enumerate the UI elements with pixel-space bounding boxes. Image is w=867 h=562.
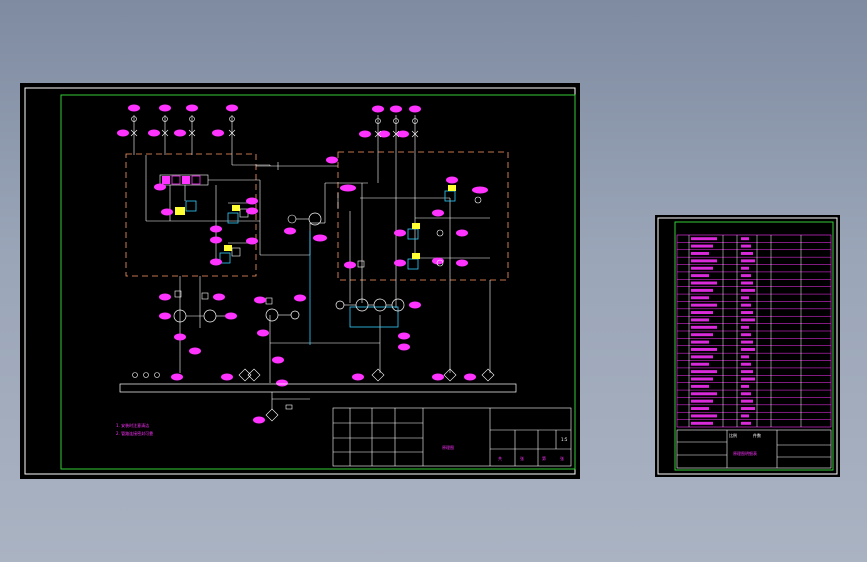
row-entry-mark <box>691 296 709 300</box>
row-entry-mark <box>691 288 713 292</box>
sheet-mark-0: 共 <box>498 455 502 461</box>
list-footer-title: 原理图明细表 <box>733 450 757 456</box>
lower-pumps <box>159 290 421 387</box>
row-material-mark <box>741 384 749 388</box>
parts-list-rows <box>676 234 832 428</box>
right-top-instruments <box>359 105 421 163</box>
row-entry-mark <box>691 303 717 307</box>
row-entry-mark <box>691 340 709 344</box>
row-entry-mark <box>691 244 713 248</box>
parts-list-canvas: 原理图明细表 比例 件数 <box>657 217 838 475</box>
right-dashed-module <box>337 151 509 281</box>
inner-frame <box>60 94 576 470</box>
row-material-mark <box>741 362 751 366</box>
row-entry-mark <box>691 421 713 425</box>
center-piping <box>256 162 491 383</box>
row-entry-mark <box>691 414 717 418</box>
row-entry-mark <box>691 311 713 315</box>
row-entry-mark <box>691 407 709 411</box>
row-entry-mark <box>691 377 713 381</box>
row-material-mark <box>741 333 751 337</box>
sheet-mark-3: 张 <box>560 455 564 461</box>
sheet-mark-1: 张 <box>520 455 524 461</box>
row-entry-mark <box>691 355 713 359</box>
list-outer-frame <box>657 217 838 475</box>
left-top-instruments <box>117 104 238 165</box>
row-entry-mark <box>691 399 713 403</box>
drawing-notes: 1. 安装时注意清洁 2. 管路连接密封可靠 <box>116 422 153 436</box>
note-line-1: 1. 安装时注意清洁 <box>116 422 149 428</box>
list-footer-mark-1: 件数 <box>753 432 761 438</box>
note-line-2: 2. 管路连接密封可靠 <box>116 430 153 436</box>
row-entry-mark <box>691 333 713 337</box>
row-entry-mark <box>691 318 709 322</box>
row-material-mark <box>741 325 749 329</box>
row-material-mark <box>741 281 753 285</box>
list-title-block <box>676 429 832 469</box>
row-material-mark <box>741 392 751 396</box>
row-material-mark <box>741 318 755 322</box>
row-entry-mark <box>691 251 709 255</box>
row-material-mark <box>741 274 751 278</box>
row-material-mark <box>741 370 753 374</box>
row-material-mark <box>741 266 749 270</box>
parts-list-sheet: 原理图明细表 比例 件数 <box>655 215 840 477</box>
row-entry-mark <box>691 362 709 366</box>
row-material-mark <box>741 288 755 292</box>
row-material-mark <box>741 399 753 403</box>
list-footer-mark-0: 比例 <box>729 432 737 438</box>
row-material-mark <box>741 407 755 411</box>
row-entry-mark <box>691 347 717 351</box>
row-material-mark <box>741 296 749 300</box>
list-inner-frame <box>674 221 834 471</box>
row-material-mark <box>741 340 753 344</box>
row-material-mark <box>741 251 753 255</box>
row-material-mark <box>741 311 753 315</box>
left-module-piping <box>145 155 271 373</box>
bottom-header <box>119 368 517 424</box>
main-drawing-sheet: 1. 安装时注意清洁 2. 管路连接密封可靠 原理图 1:5 共 张 第 <box>20 83 580 479</box>
row-material-mark <box>741 244 751 248</box>
row-material-mark <box>741 237 749 241</box>
row-material-mark <box>741 259 755 263</box>
row-entry-mark <box>691 392 717 396</box>
left-dashed-module <box>125 153 257 277</box>
row-entry-mark <box>691 266 713 270</box>
center-pump <box>284 156 365 269</box>
row-entry-mark <box>691 384 709 388</box>
row-material-mark <box>741 347 755 351</box>
row-material-mark <box>741 421 751 425</box>
schematic-canvas: 1. 安装时注意清洁 2. 管路连接密封可靠 原理图 1:5 共 张 第 <box>24 87 576 475</box>
left-module-components <box>154 175 258 266</box>
title-block-name: 原理图 <box>442 444 454 450</box>
row-material-mark <box>741 303 751 307</box>
row-entry-mark <box>691 281 717 285</box>
center-cyan-lines <box>309 231 399 345</box>
row-entry-mark <box>691 274 709 278</box>
row-material-mark <box>741 414 749 418</box>
row-material-mark <box>741 377 755 381</box>
title-block-scale: 1:5 <box>561 437 568 442</box>
title-block-text: 原理图 1:5 共 张 第 张 <box>442 437 568 461</box>
right-module-components <box>394 176 488 270</box>
row-entry-mark <box>691 370 717 374</box>
row-material-mark <box>741 355 749 359</box>
title-block <box>332 407 572 467</box>
row-entry-mark <box>691 325 717 329</box>
row-entry-mark <box>691 237 717 241</box>
row-entry-mark <box>691 259 717 263</box>
sheet-mark-2: 第 <box>542 455 546 461</box>
outer-frame <box>24 87 576 475</box>
